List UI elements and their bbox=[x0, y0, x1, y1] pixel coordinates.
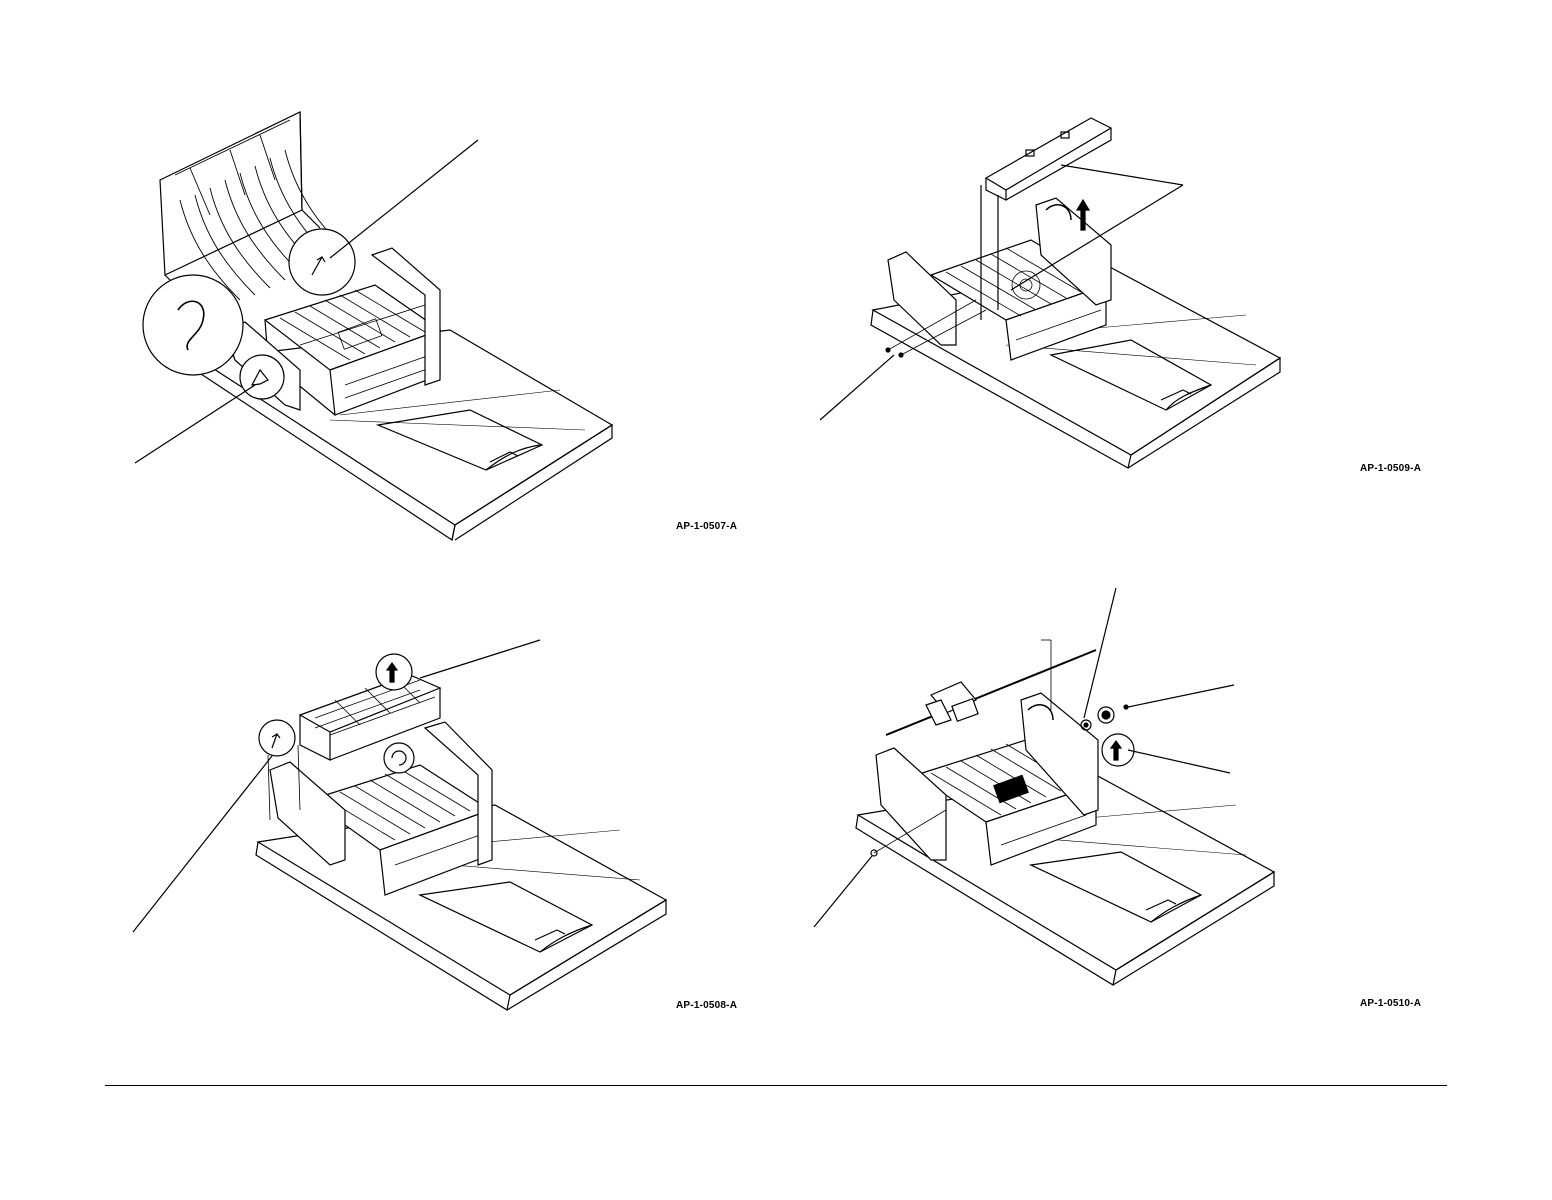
figure-ap-1-0507 bbox=[0, 0, 776, 560]
figure-code-4: AP-1-0510-A bbox=[1360, 998, 1421, 1009]
figure-ap-1-0508 bbox=[0, 560, 776, 1040]
figure-code-2: AP-1-0509-A bbox=[1360, 463, 1421, 474]
figure-code-3: AP-1-0508-A bbox=[676, 1000, 737, 1011]
footer-divider bbox=[105, 1085, 1447, 1086]
figure-code-1: AP-1-0507-A bbox=[676, 521, 737, 532]
exploded-view-drawing bbox=[776, 560, 1552, 1040]
exploded-view-drawing bbox=[0, 0, 776, 560]
figure-ap-1-0510 bbox=[776, 560, 1552, 1040]
exploded-view-drawing bbox=[776, 0, 1552, 560]
exploded-view-drawing bbox=[0, 560, 776, 1040]
figure-ap-1-0509 bbox=[776, 0, 1552, 560]
